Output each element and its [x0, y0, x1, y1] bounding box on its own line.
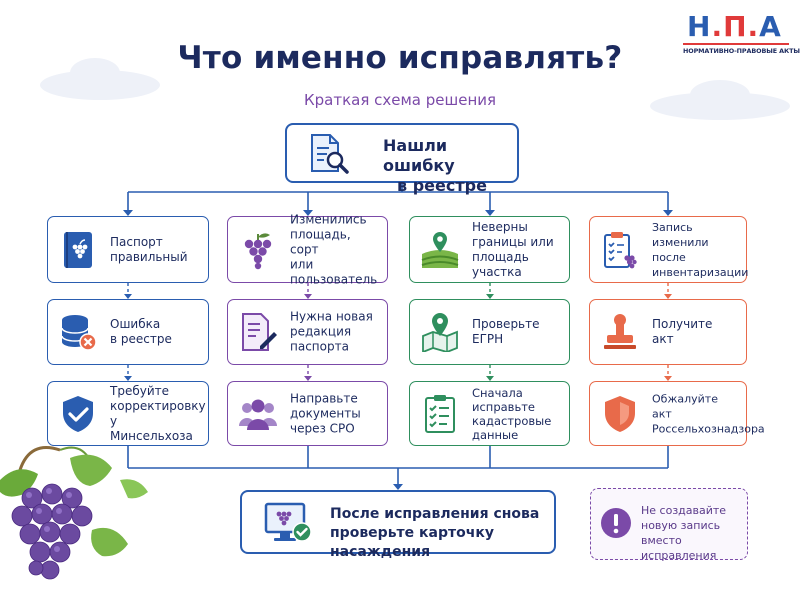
- logo-caption: НОРМАТИВНО-ПРАВОВЫЕ АКТЫ: [683, 43, 800, 55]
- label-line: акт: [652, 332, 674, 346]
- field-pin-icon: [421, 231, 459, 268]
- label-line: Не создавайте: [641, 504, 727, 517]
- label-line: Россельхознадзора: [652, 422, 765, 435]
- logo-letter: А: [759, 10, 782, 43]
- stamp-icon: [604, 314, 636, 349]
- label-line: инвентаризации: [652, 265, 749, 279]
- logo-letter: П: [723, 10, 748, 43]
- label-line: проверьте карточку насаждения: [330, 525, 494, 560]
- label-line: правильный: [110, 249, 188, 264]
- label-line: Обжалуйте акт: [652, 392, 718, 420]
- label-line: или пользователь: [290, 257, 378, 286]
- clipboard-grape-icon: [604, 231, 637, 268]
- logo-dot: .: [747, 10, 760, 43]
- label-line: новую запись: [641, 519, 721, 532]
- document-search-icon: [311, 134, 349, 174]
- label-line: Запись изменили: [652, 220, 709, 249]
- monitor-check-icon: [264, 502, 312, 542]
- label-line: Паспорт: [110, 234, 163, 249]
- label-line: Получите: [652, 317, 713, 331]
- label-line: корректировку: [110, 398, 206, 413]
- people-icon: [239, 399, 277, 430]
- label-line: ЕГРН: [472, 332, 504, 346]
- label-line: Направьте: [290, 391, 358, 405]
- label-line: документы: [290, 406, 361, 420]
- label-line: паспорта: [290, 339, 349, 354]
- label-line: границы или: [472, 234, 554, 249]
- cloud-decoration: [70, 58, 120, 88]
- label-line: Ошибка: [110, 317, 161, 331]
- label-line: Требуйте: [110, 383, 170, 398]
- logo-dot: .: [711, 10, 724, 43]
- label-line: через СРО: [290, 421, 355, 435]
- page-subtitle: Краткая схема решения: [303, 91, 497, 109]
- cloud-decoration: [690, 80, 750, 110]
- exclamation-icon: [601, 508, 631, 538]
- passport-grape-icon: [64, 231, 92, 268]
- label-line: редакция: [290, 324, 352, 339]
- label-line: Сначала: [472, 385, 523, 400]
- npa-logo: Н.П.А НОРМАТИВНО-ПРАВОВЫЕ АКТЫ: [683, 12, 800, 58]
- label-line: кадастровые: [472, 413, 552, 428]
- label-line: площадь, сорт: [290, 227, 351, 256]
- label-line: в реестре: [110, 332, 172, 346]
- label-line: После исправления снова: [330, 506, 540, 522]
- logo-letters: Н.П.А: [687, 12, 782, 42]
- label-line: в реестре: [397, 176, 487, 195]
- checklist-icon: [425, 394, 455, 433]
- shield-icon: [605, 395, 635, 432]
- label-line: Нужна новая: [290, 309, 373, 324]
- warning-label: Не создавайте новую запись вместо исправле…: [641, 503, 747, 563]
- page-title: Что именно исправлять?: [177, 40, 623, 76]
- grape-bunch-illustration: [0, 446, 148, 580]
- final-label: После исправления снова проверьте карточк…: [330, 505, 554, 562]
- logo-letter: Н: [687, 10, 712, 43]
- grape-icon: [244, 232, 272, 269]
- label-line: исправьте: [472, 399, 535, 414]
- label-line: Неверны: [472, 219, 528, 234]
- label-line: данные: [472, 427, 519, 442]
- shield-check-icon: [63, 395, 93, 432]
- final-node: После исправления снова проверьте карточк…: [240, 490, 556, 560]
- document-edit-icon: [242, 313, 277, 351]
- label-line: Изменились: [290, 212, 367, 226]
- label-line: у Минсельхоза: [110, 413, 193, 443]
- map-pin-icon: [422, 313, 458, 352]
- label-line: площадь участка: [472, 249, 529, 279]
- label-line: Нашли ошибку: [383, 136, 455, 175]
- database-error-icon: [61, 315, 97, 351]
- label-line: вместо исправления: [641, 534, 717, 562]
- warning-note: Не создавайте новую запись вместо исправле…: [590, 488, 748, 563]
- label-line: Проверьте: [472, 317, 540, 331]
- label-line: после: [652, 250, 686, 264]
